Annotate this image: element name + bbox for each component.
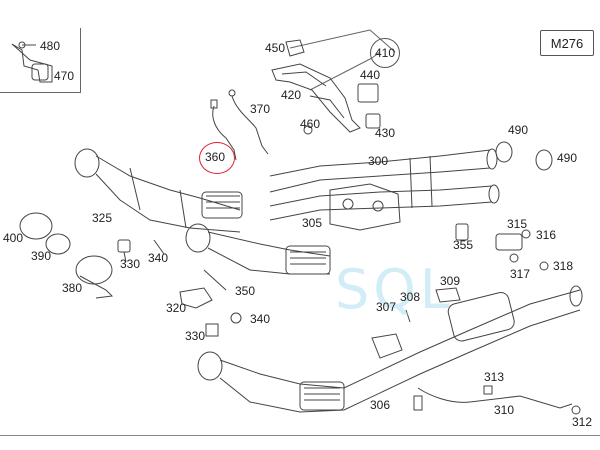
part-label-410[interactable]: 410	[375, 46, 396, 60]
footer-rule	[0, 435, 600, 436]
part-label-305[interactable]: 305	[302, 216, 323, 230]
group-410-ring	[370, 38, 400, 68]
nut-317-shape	[509, 253, 519, 263]
bolt-340-shape	[153, 239, 165, 255]
clip-313-shape	[483, 385, 493, 395]
heat-shield-309-shape	[435, 287, 461, 303]
bracket-320-shape	[179, 287, 213, 309]
part-label-325[interactable]: 325	[92, 211, 113, 225]
bolt-355-shape	[455, 223, 469, 241]
nut-318-shape	[539, 261, 549, 271]
part-label-312[interactable]: 312	[572, 415, 593, 429]
part-label-313[interactable]: 313	[484, 370, 505, 384]
bolt-308-shape	[405, 309, 411, 323]
inset-frame	[0, 28, 81, 93]
part-label-450[interactable]: 450	[265, 41, 286, 55]
part-label-440[interactable]: 440	[360, 68, 381, 82]
sensor-cable-370	[231, 95, 269, 155]
part-label-400[interactable]: 400	[3, 231, 24, 245]
part-label-309[interactable]: 309	[440, 274, 461, 288]
part-label-350[interactable]: 350	[235, 284, 256, 298]
part-label-310[interactable]: 310	[494, 403, 515, 417]
gasket-305-shape	[329, 183, 401, 231]
bolt-350-shape	[203, 269, 227, 291]
part-label-355[interactable]: 355	[453, 238, 474, 252]
clip-312-shape	[571, 405, 581, 415]
part-label-490b[interactable]: 490	[557, 151, 578, 165]
part-label-390[interactable]: 390	[31, 249, 52, 263]
bolt-460-shape	[303, 125, 313, 135]
flange-left-shape	[74, 148, 100, 178]
part-label-420[interactable]: 420	[281, 88, 302, 102]
screw-316-shape	[521, 229, 531, 239]
part-label-330a[interactable]: 330	[120, 257, 141, 271]
part-label-340b[interactable]: 340	[250, 312, 271, 326]
part-label-460[interactable]: 460	[300, 117, 321, 131]
part-label-307[interactable]: 307	[376, 300, 397, 314]
part-label-320[interactable]: 320	[166, 301, 187, 315]
part-label-430[interactable]: 430	[375, 126, 396, 140]
stud-330-shape	[123, 251, 127, 263]
ring-390-shape	[45, 233, 71, 255]
part-label-318[interactable]: 318	[553, 259, 574, 273]
muffler-306-shape	[447, 291, 515, 342]
clamp-490b-shape	[535, 149, 553, 171]
heat-shield-420-shape	[271, 63, 361, 133]
part-label-360[interactable]: 360	[205, 150, 226, 164]
part-label-490a[interactable]: 490	[508, 123, 529, 137]
watermark: SQL	[335, 258, 454, 321]
bolt-325-shape	[117, 239, 131, 253]
gasket-307-shape	[371, 333, 403, 359]
mount-470-shape	[31, 63, 49, 81]
flange-mid-shape	[185, 223, 211, 253]
stud-330b-shape	[205, 323, 219, 337]
bracket-430-shape	[365, 113, 381, 129]
part-label-370[interactable]: 370	[250, 102, 271, 116]
clip-450-shape	[285, 39, 305, 57]
part-label-308[interactable]: 308	[400, 290, 421, 304]
sensor-cable-360	[212, 105, 237, 161]
pipe-300-shape	[269, 149, 493, 221]
highlight-360-ring	[199, 142, 235, 174]
part-label-470[interactable]: 470	[54, 69, 75, 83]
part-label-300[interactable]: 300	[368, 154, 389, 168]
flange-380-shape	[75, 255, 113, 285]
bracket-470-shape	[11, 43, 53, 83]
part-label-330b[interactable]: 330	[185, 329, 206, 343]
part-label-340a[interactable]: 340	[148, 251, 169, 265]
part-label-315[interactable]: 315	[507, 217, 528, 231]
clamp-400-shape	[19, 212, 53, 240]
nut-340b-shape	[230, 312, 242, 324]
flange-lower-shape	[197, 351, 223, 381]
engine-model-label: M276	[540, 30, 594, 56]
sensor-cable-310	[417, 387, 573, 409]
part-label-380[interactable]: 380	[62, 281, 83, 295]
bracket-440-shape	[357, 83, 379, 103]
part-label-306[interactable]: 306	[370, 398, 391, 412]
part-label-316[interactable]: 316	[536, 228, 557, 242]
sensor-315-shape	[495, 233, 523, 251]
part-label-480[interactable]: 480	[40, 39, 61, 53]
part-label-317[interactable]: 317	[510, 267, 531, 281]
clamp-490a-shape	[495, 141, 513, 163]
